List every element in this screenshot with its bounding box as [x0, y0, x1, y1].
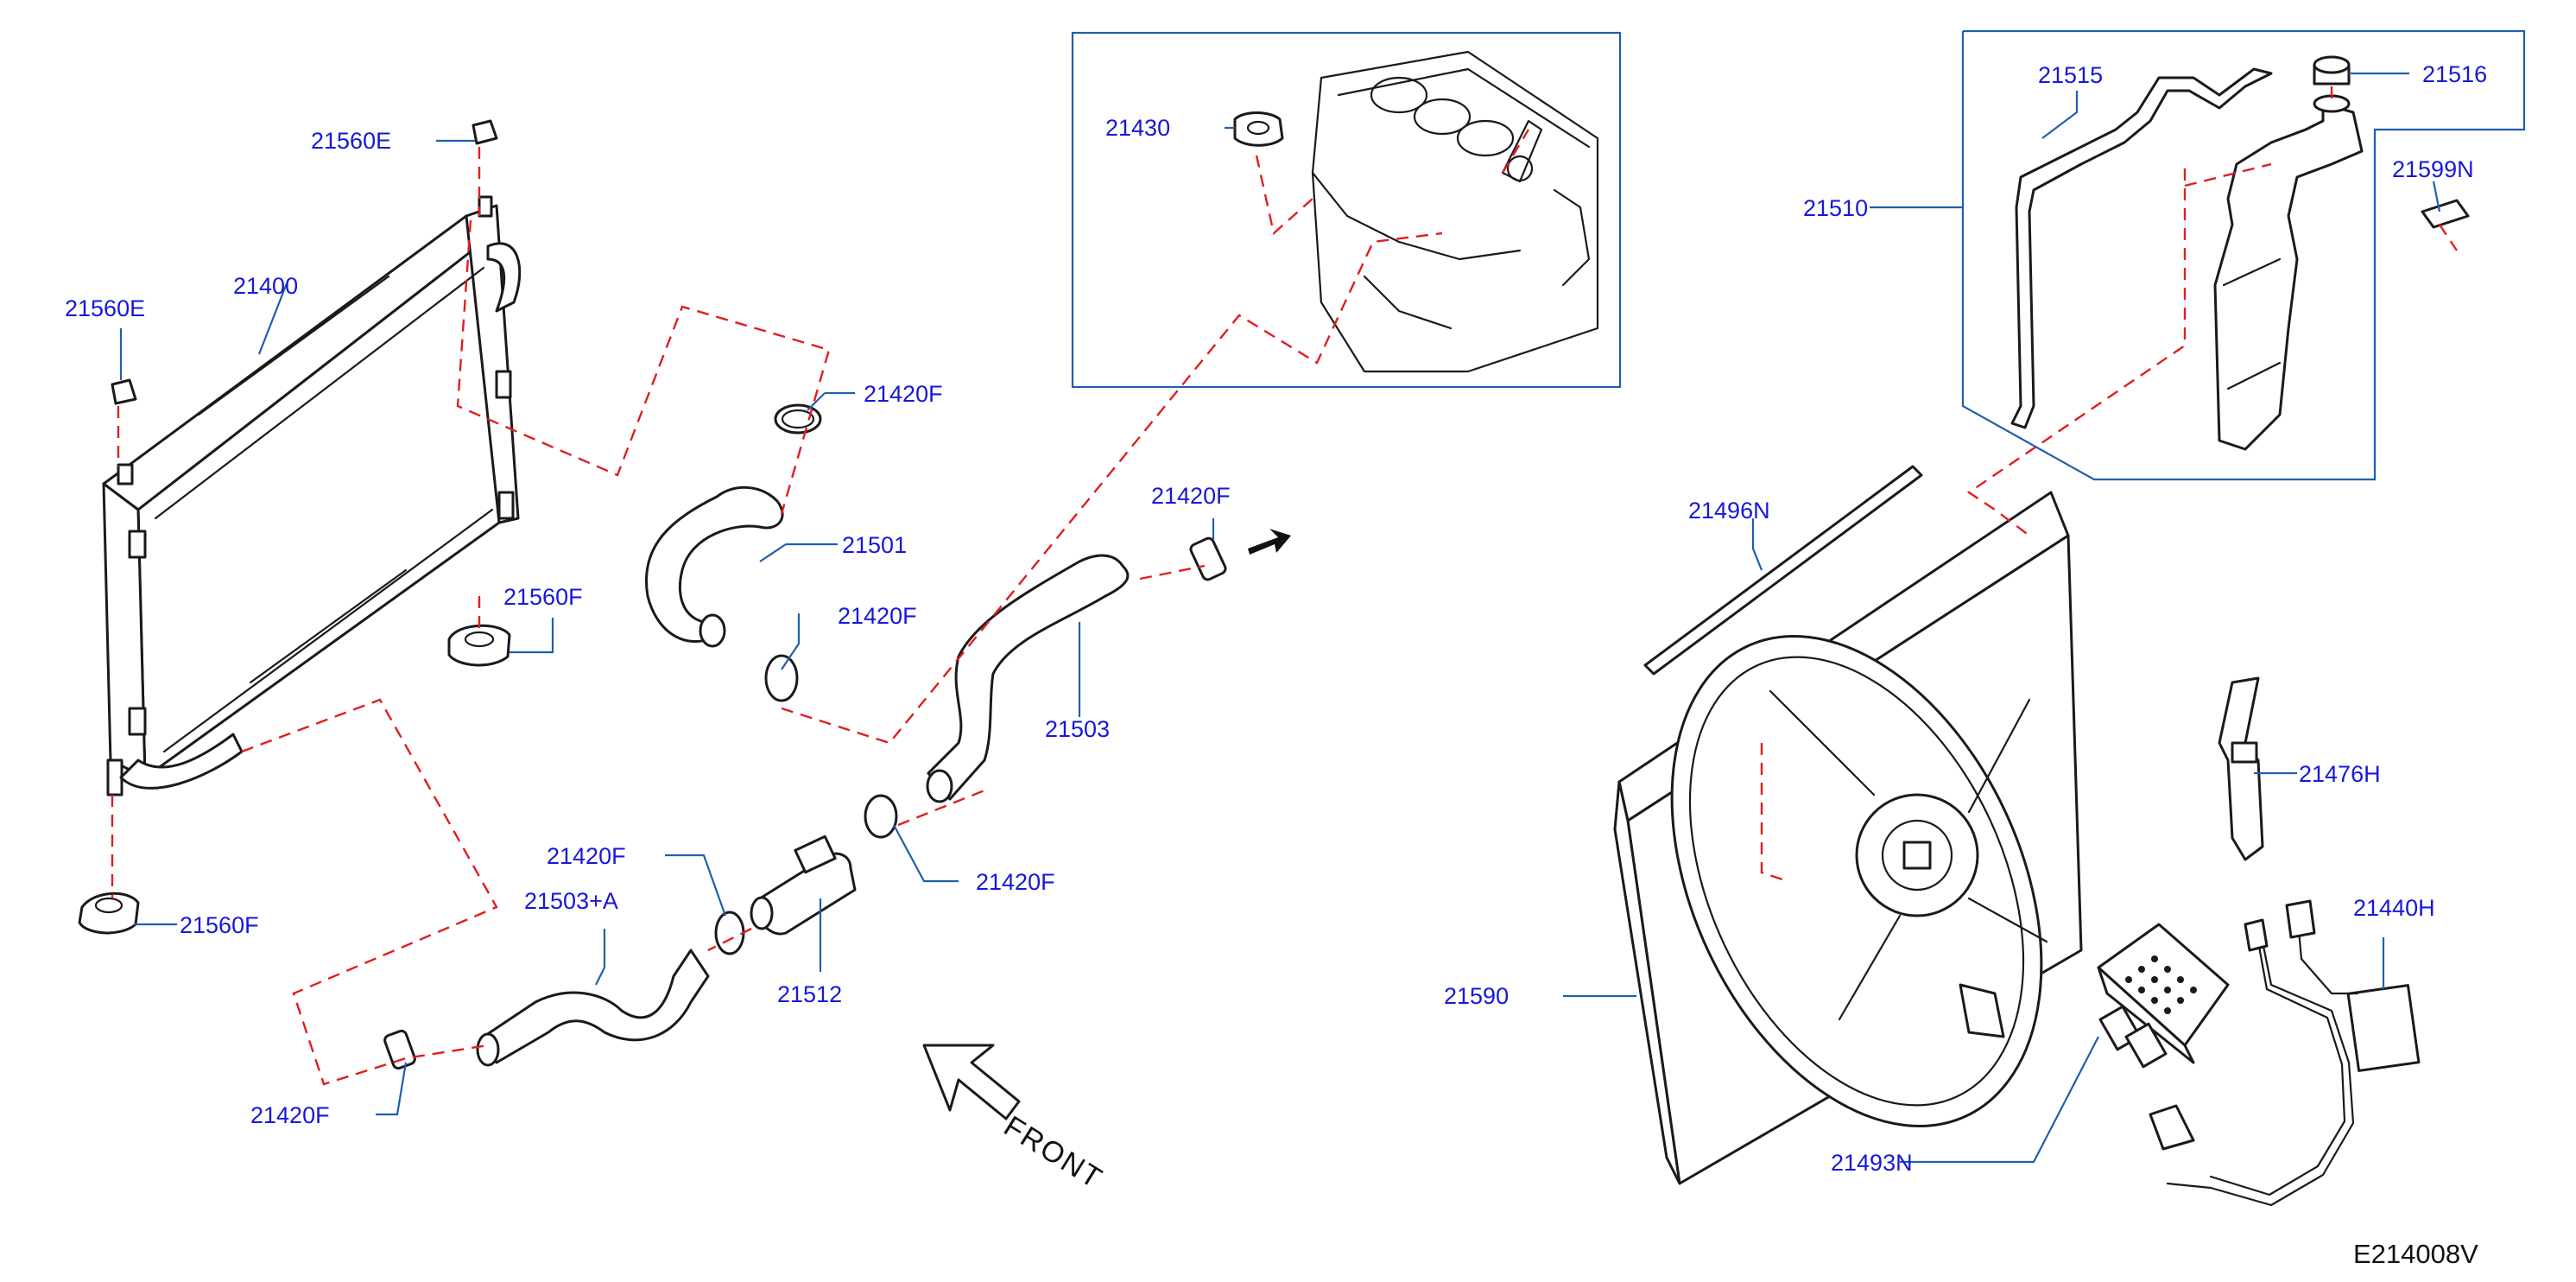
harness-21440H — [2149, 899, 2421, 1207]
lower-upper-hose-clamp — [764, 654, 799, 702]
label-21515: 21515 — [2038, 62, 2103, 88]
label-21493N: 21493N — [1831, 1150, 1913, 1176]
engine-block-drawing — [1311, 50, 1599, 373]
label-21400: 21400 — [233, 273, 298, 299]
front-arrow-icon — [922, 1044, 1021, 1120]
label-21420F-heater: 21420F — [1151, 483, 1231, 509]
label-21560F-right: 21560F — [503, 584, 583, 610]
outlet-clamp-upper — [864, 794, 898, 839]
outlet-clamp-lower — [714, 911, 745, 955]
reservoir-cap-21516 — [2313, 55, 2351, 86]
part-labels: 21560E 21400 21560E 21420F 21501 21560F … — [65, 61, 2487, 1176]
water-outlet-21512 — [750, 835, 857, 936]
fan-shroud-motor-21590 — [1613, 491, 2083, 1185]
label-21599N: 21599N — [2392, 156, 2474, 182]
radiator-part — [102, 195, 522, 796]
label-21516: 21516 — [2422, 61, 2487, 87]
upper-mount-bushing-left — [111, 378, 137, 405]
heater-hose-21503 — [926, 554, 1130, 803]
label-21501: 21501 — [842, 532, 907, 558]
reservoir-inset-frame — [1961, 29, 2526, 481]
label-plate-21599N — [2421, 199, 2470, 229]
label-21420F-mid: 21420F — [838, 603, 917, 629]
overflow-hose-21515 — [2010, 67, 2273, 429]
label-21503: 21503 — [1045, 716, 1110, 742]
label-21420F-lower: 21420F — [250, 1102, 330, 1128]
fan-control-module-21493N — [2097, 923, 2230, 1069]
gasket-21430 — [1233, 111, 1284, 147]
label-21440H: 21440H — [2353, 895, 2435, 921]
lower-hose-clamp-left — [383, 1029, 416, 1070]
diagram-code: E214008V — [2353, 1239, 2478, 1269]
label-21420F-upper: 21420F — [864, 381, 943, 407]
heater-hose-clamp-right — [1189, 536, 1227, 581]
upper-hose-clamp — [774, 403, 822, 435]
label-21510: 21510 — [1803, 195, 1868, 221]
label-21503A: 21503+A — [524, 888, 618, 914]
upper-radiator-hose-21501 — [645, 486, 784, 648]
reservoir-tank — [2213, 94, 2364, 451]
label-21560F-left: 21560F — [180, 912, 259, 938]
label-21560E-upper: 21560E — [311, 128, 391, 154]
direction-arrow — [1248, 529, 1291, 555]
radiator-seal-21496N — [1643, 465, 1923, 676]
engine-inset-frame — [1071, 31, 1622, 389]
label-21496N: 21496N — [1688, 498, 1770, 524]
front-label: FRONT — [998, 1110, 1109, 1196]
label-21476H: 21476H — [2299, 761, 2381, 787]
label-21560E-left: 21560E — [65, 295, 145, 321]
label-21420F-outlet-right: 21420F — [976, 869, 1055, 895]
routing-dash-lines — [111, 86, 2458, 1086]
lower-radiator-hose-21503A — [476, 949, 710, 1067]
bracket-21476H — [2218, 676, 2264, 861]
label-21512: 21512 — [777, 981, 842, 1007]
leader-lines — [119, 72, 2441, 1164]
label-21590: 21590 — [1444, 983, 1509, 1009]
lower-mount-insulator-left — [78, 892, 140, 935]
lower-mount-insulator-right — [447, 624, 511, 667]
upper-mount-bushing-right — [472, 119, 498, 145]
label-21420F-outlet-left: 21420F — [547, 843, 626, 869]
label-21430: 21430 — [1105, 115, 1170, 141]
